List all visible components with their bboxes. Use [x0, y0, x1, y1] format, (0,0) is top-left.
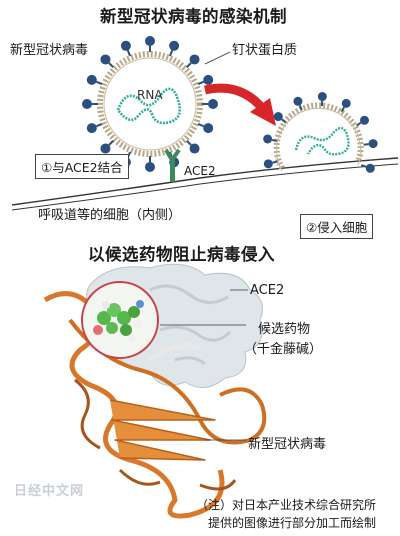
- spike-stalk: [186, 62, 192, 68]
- rna-label: RNA: [137, 88, 163, 102]
- drug-molecule: [93, 300, 144, 342]
- spike-stalk: [126, 50, 132, 57]
- cell-membrane-line: [11, 157, 399, 206]
- spike-head: [120, 40, 131, 51]
- watermark: 日经中文网: [14, 484, 85, 499]
- ace2-protein-detail: [149, 284, 232, 366]
- spike-leader-line: [204, 51, 231, 65]
- spike-head: [169, 40, 180, 51]
- spike-stalk: [271, 138, 278, 142]
- spike-head: [203, 123, 214, 134]
- spike-stalk: [361, 164, 367, 168]
- entry-arrow: [203, 83, 276, 126]
- spike-stalk: [108, 62, 114, 68]
- white-coil: [148, 342, 201, 363]
- cell-label: 呼吸道等的细胞（内侧）: [38, 208, 182, 223]
- spike-stalk: [197, 80, 204, 86]
- spike-head: [368, 139, 378, 149]
- spike-head: [263, 159, 273, 169]
- spike-stalk: [272, 160, 278, 164]
- spike-head: [317, 92, 327, 102]
- ace2-protein-label: ACE2: [250, 283, 285, 298]
- rna-strand: [116, 87, 182, 125]
- spike-head: [208, 99, 218, 109]
- spike-stalk: [340, 106, 345, 113]
- spike-head: [82, 99, 92, 109]
- spike-stalk: [363, 143, 369, 146]
- protein-structure: [43, 263, 267, 519]
- spike-head: [273, 112, 283, 122]
- rna-strand-entering: [294, 126, 350, 156]
- spike-head: [359, 115, 369, 125]
- spike-head: [86, 123, 97, 134]
- drug-block-title: 以候选药物阻止病毒侵入: [88, 245, 275, 264]
- spike-head: [203, 74, 214, 85]
- spike-head: [189, 54, 200, 65]
- spike-stalk: [356, 121, 362, 127]
- spike-stalk: [298, 104, 303, 111]
- cell-membrane-line-inner: [11, 163, 399, 211]
- drug-candidate-label: 候选药物: [258, 322, 311, 337]
- spike-protein-label: 钉状蛋白质: [232, 43, 298, 58]
- spike-stalk: [197, 122, 204, 128]
- spike-protein-sheet: [109, 399, 216, 461]
- spike-head: [365, 163, 375, 173]
- virus-particle-entering: [263, 92, 378, 173]
- step2-enter-cell-label: ②侵入细胞: [300, 214, 374, 239]
- spike-head: [263, 134, 273, 144]
- spike-stalk: [96, 122, 103, 128]
- drug-name-label: （千金藤碱）: [244, 342, 323, 357]
- spike-head: [100, 54, 111, 65]
- virus-particle-large: [82, 36, 218, 172]
- virus-label: 新型冠状病毒: [10, 43, 89, 58]
- note-line-1: （注）对日本产业技术综合研究所: [196, 498, 377, 512]
- spike-head: [293, 96, 303, 106]
- spike-stalk: [168, 50, 174, 57]
- spike-head: [341, 98, 351, 108]
- spike-protein-ribbon-b: [68, 318, 267, 445]
- spike-stalk: [96, 80, 103, 86]
- spike-head: [145, 162, 155, 172]
- step1-bind-ace2-label: ①与ACE2结合: [35, 154, 129, 179]
- spike-stalk: [281, 118, 287, 124]
- ace2-receptor: [164, 148, 181, 182]
- spike-head: [145, 36, 155, 46]
- spike-protein-loops: [74, 378, 237, 491]
- spike-head: [100, 143, 111, 154]
- virus-protein-label: 新型冠状病毒: [248, 437, 327, 452]
- note-line-2: 提供的图像进行部分加工而绘制: [208, 516, 377, 530]
- ace2-receptor-label: ACE2: [184, 164, 216, 178]
- spike-stalk: [108, 140, 114, 146]
- infection-mechanism-title: 新型冠状病毒的感染机制: [100, 7, 287, 26]
- spike-head: [189, 143, 200, 154]
- spike-stalk: [186, 140, 192, 146]
- spike-head: [86, 74, 97, 85]
